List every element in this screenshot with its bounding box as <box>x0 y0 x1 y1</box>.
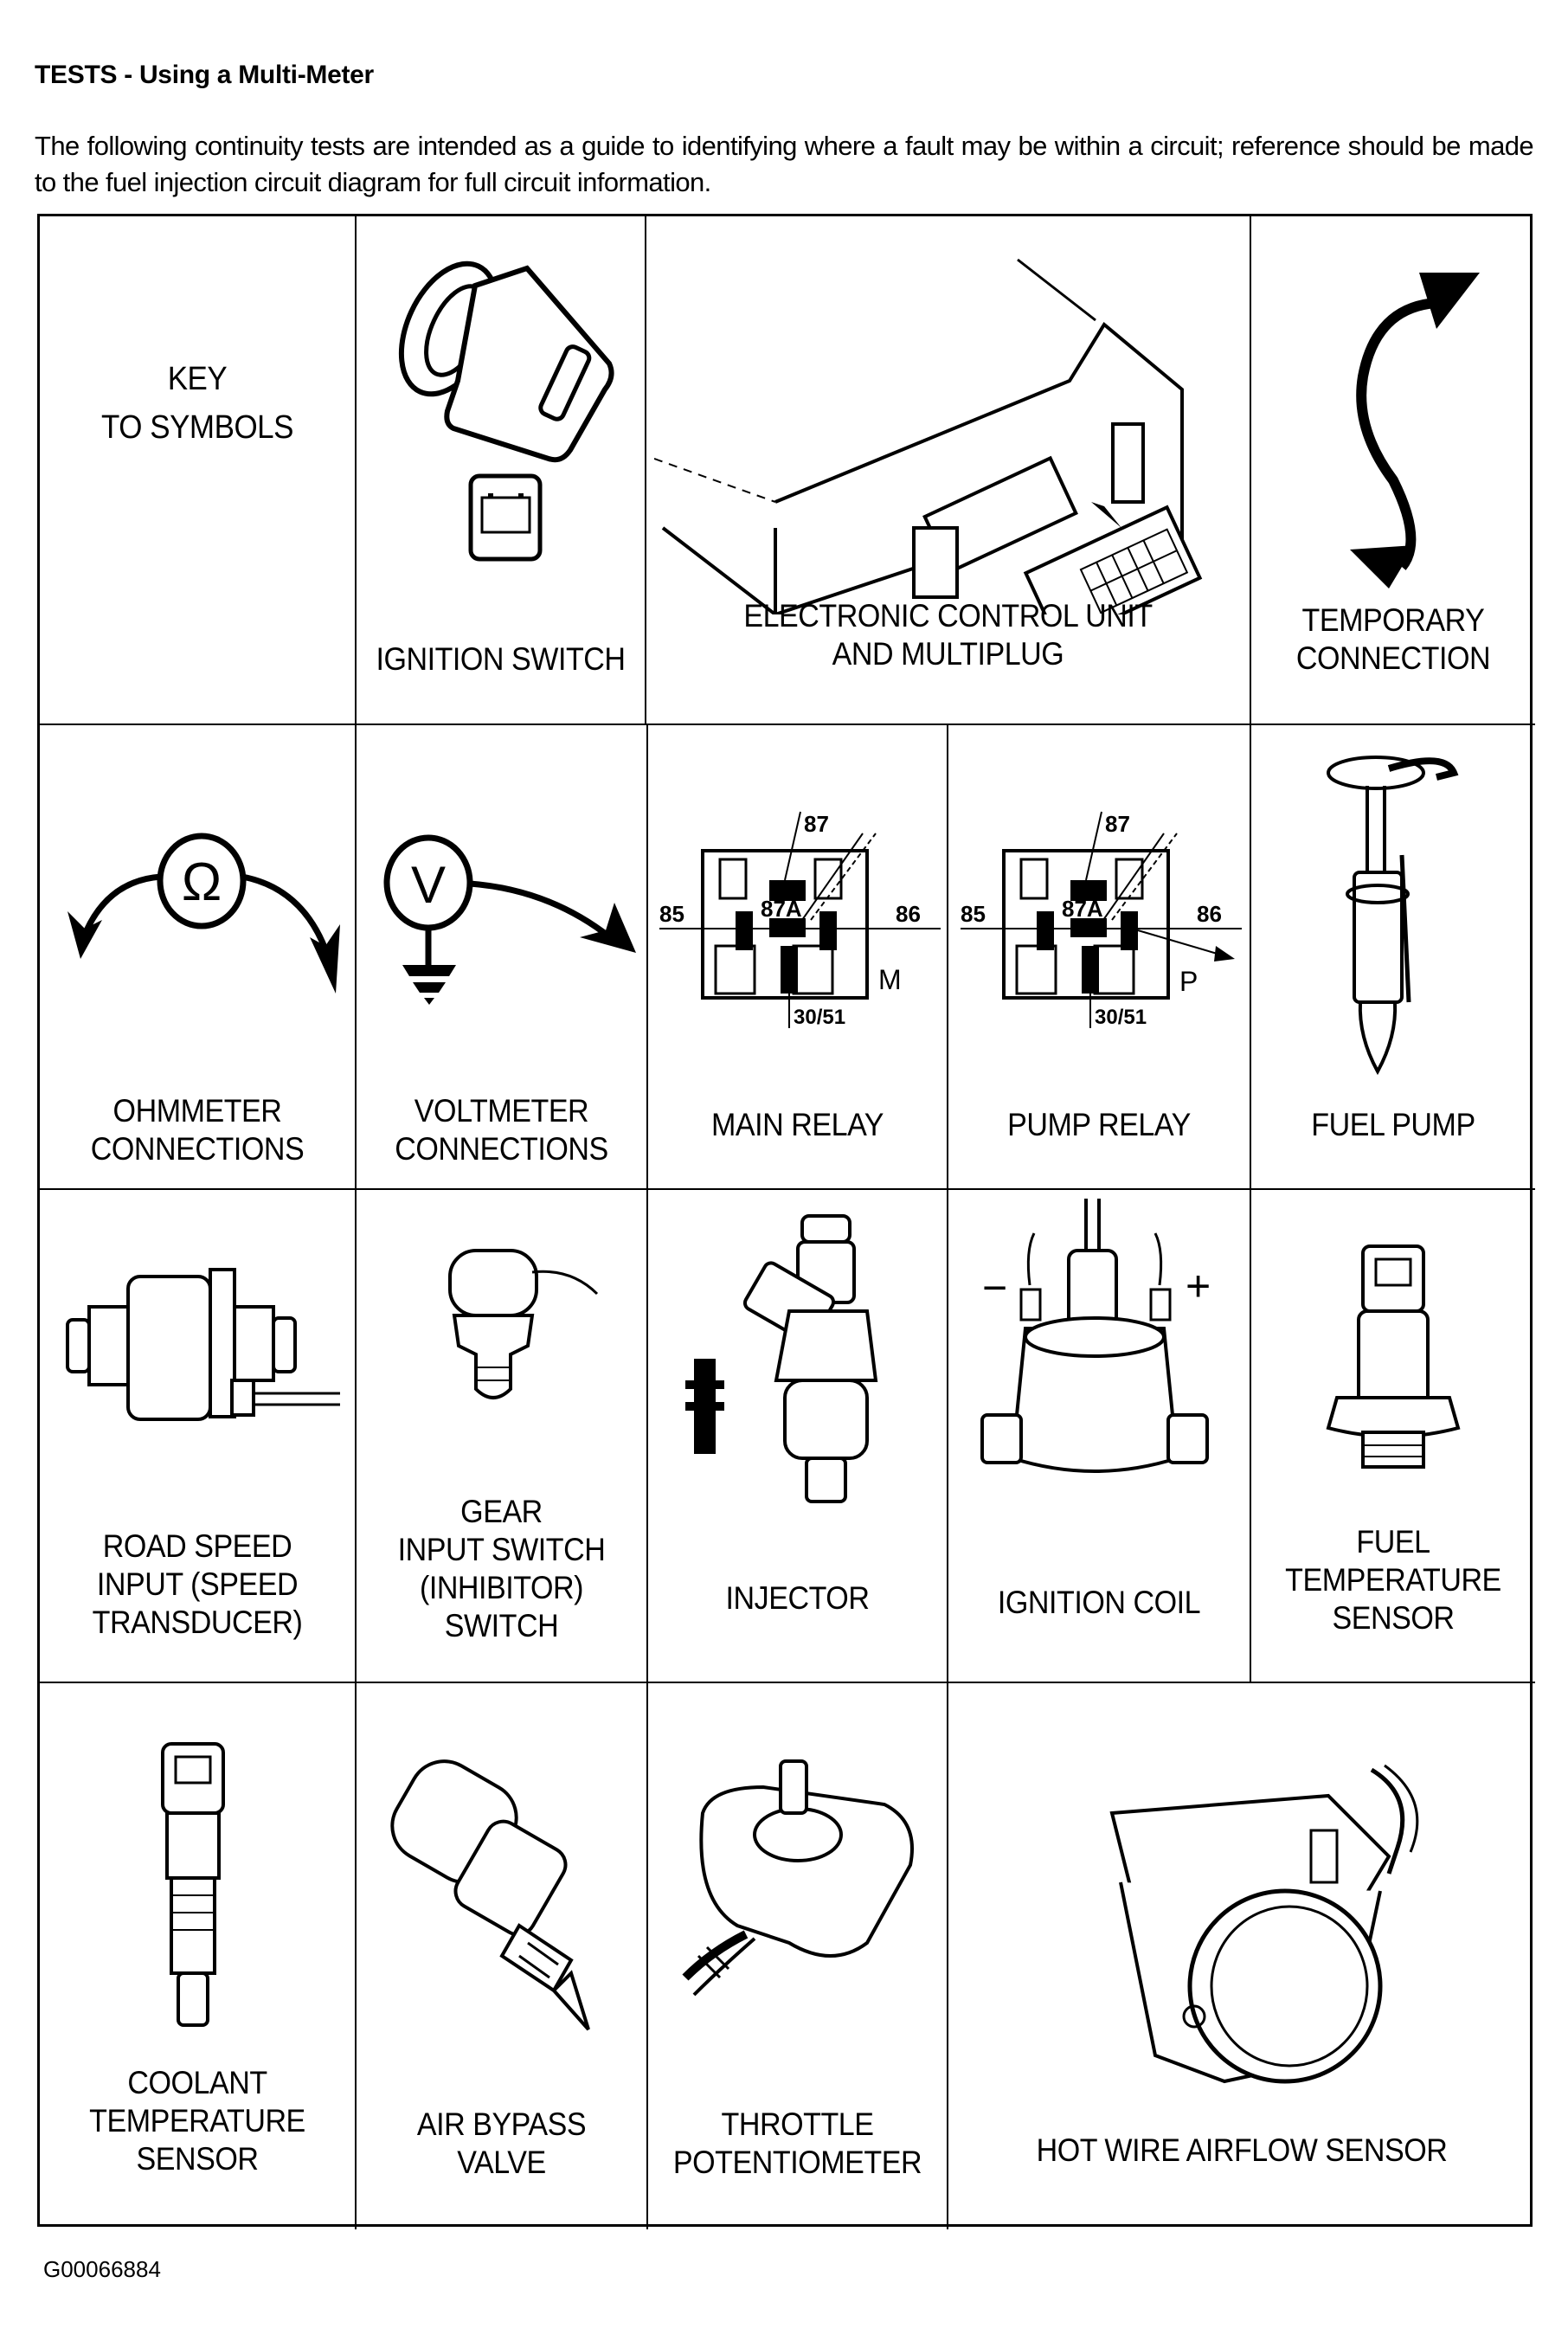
figure-code: G00066884 <box>43 2256 161 2282</box>
label-throttle-pot: THROTTLE POTENTIOMETER <box>672 2106 922 2180</box>
cell-ohmmeter: Ω OHMMETER CONNECTIONS <box>40 725 357 1190</box>
label-voltmeter: VOLTMETER CONNECTIONS <box>395 1093 608 1167</box>
main-relay-icon: 87 87A 85 86 30/51 M <box>659 811 941 1029</box>
cell-air-bypass: AIR BYPASS VALVE <box>357 1683 648 2229</box>
terminal-30-51-label: 30/51 <box>794 1006 845 1029</box>
inhibitor-switch-icon <box>447 1249 598 1399</box>
cell-ignition-switch: IGNITION SWITCH <box>357 216 646 725</box>
cell-hot-wire-airflow: HOT WIRE AIRFLOW SENSOR <box>948 1683 1535 2229</box>
cell-fuel-pump: FUEL PUMP <box>1251 725 1535 1190</box>
hot-wire-airflow-sensor-icon <box>1109 1764 1419 2084</box>
voltmeter-icon: V <box>383 834 636 1005</box>
cell-voltmeter: V VOLTMETER CONNECTIONS <box>357 725 648 1190</box>
battery-icon <box>468 473 542 562</box>
coil-plus-sign: + <box>1186 1262 1211 1310</box>
label-coolant-temp: COOLANT TEMPERATURE SENSOR <box>89 2065 305 2177</box>
page-heading: TESTS - Using a Multi-Meter <box>35 61 374 89</box>
ohm-symbol: Ω <box>182 852 222 912</box>
pump-relay-icon: 87 87A 85 86 30/51 P <box>961 811 1242 1029</box>
label-gear-input-switch: GEAR INPUT SWITCH (INHIBITOR) SWITCH <box>397 1494 606 1643</box>
label-injector: INJECTOR <box>725 1580 870 1616</box>
injector-icon <box>684 1214 877 1503</box>
cell-road-speed: ROAD SPEED INPUT (SPEED TRANSDUCER) <box>40 1190 357 1683</box>
cell-ignition-coil: − + IGNITION COIL <box>948 1190 1251 1683</box>
ground-icon <box>402 965 456 976</box>
cell-gear-input-switch: GEAR INPUT SWITCH (INHIBITOR) SWITCH <box>357 1190 648 1683</box>
volt-symbol: V <box>410 856 445 914</box>
air-bypass-valve-icon <box>389 1759 590 2031</box>
label-temporary-connection: TEMPORARY CONNECTION <box>1295 602 1491 676</box>
coil-minus-sign: − <box>982 1264 1007 1312</box>
label-main-relay: MAIN RELAY <box>710 1107 884 1142</box>
label-ecu: ELECTRONIC CONTROL UNIT AND MULTIPLUG <box>743 598 1153 672</box>
label-air-bypass: AIR BYPASS VALVE <box>416 2106 587 2180</box>
temporary-connection-icon <box>1350 273 1480 588</box>
ignition-coil-icon: − + <box>980 1199 1211 1473</box>
terminal-86-label: 86 <box>1197 901 1222 927</box>
terminal-87-label: 87 <box>1105 811 1130 837</box>
cell-ecu: ELECTRONIC CONTROL UNIT AND MULTIPLUG <box>646 216 1251 725</box>
terminal-85-label: 85 <box>961 901 986 927</box>
cell-temporary-connection: TEMPORARY CONNECTION <box>1251 216 1535 725</box>
ohmmeter-icon: Ω <box>67 833 340 994</box>
symbol-key-table: KEY TO SYMBOLS IGNITION SWITCH <box>37 214 1535 2229</box>
pump-relay-arrow-icon <box>1214 946 1235 961</box>
speed-transducer-icon <box>66 1268 340 1421</box>
label-road-speed: ROAD SPEED INPUT (SPEED TRANSDUCER) <box>92 1528 303 1640</box>
cell-coolant-temp: COOLANT TEMPERATURE SENSOR <box>40 1683 357 2229</box>
label-pump-relay: PUMP RELAY <box>1007 1107 1191 1142</box>
ecu-multiplug-icon <box>653 258 1202 614</box>
label-ignition-coil: IGNITION COIL <box>997 1585 1201 1620</box>
key-title: KEY TO SYMBOLS <box>100 361 294 446</box>
ignition-key-icon <box>398 260 614 562</box>
terminal-87a-label: 87A <box>761 896 802 922</box>
cell-injector: INJECTOR <box>648 1190 948 1683</box>
intro-paragraph: The following continuity tests are inten… <box>35 131 1534 197</box>
label-fuel-temp: FUEL TEMPERATURE SENSOR <box>1285 1524 1501 1636</box>
cell-main-relay: 87 87A 85 86 30/51 M MAIN RELAY <box>648 725 948 1190</box>
label-hot-wire-airflow: HOT WIRE AIRFLOW SENSOR <box>1036 2132 1448 2168</box>
cell-pump-relay: 87 87A 85 86 30/51 P PUMP RELAY <box>948 725 1251 1190</box>
relay-mark-m: M <box>878 964 902 995</box>
relay-mark-p: P <box>1179 966 1198 997</box>
fuel-temp-sensor-icon <box>1326 1244 1461 1469</box>
terminal-87-label: 87 <box>804 811 829 837</box>
terminal-87a-label: 87A <box>1062 896 1103 922</box>
cell-key-title: KEY TO SYMBOLS <box>40 216 357 725</box>
terminal-86-label: 86 <box>896 901 921 927</box>
throttle-potentiometer-icon <box>681 1759 914 1997</box>
terminal-85-label: 85 <box>659 901 684 927</box>
label-ignition-switch: IGNITION SWITCH <box>376 641 626 677</box>
label-fuel-pump: FUEL PUMP <box>1311 1107 1475 1142</box>
coolant-temp-sensor-icon <box>161 1742 225 2027</box>
cell-throttle-pot: THROTTLE POTENTIOMETER <box>648 1683 948 2229</box>
fuel-pump-icon <box>1327 756 1459 1076</box>
label-ohmmeter: OHMMETER CONNECTIONS <box>90 1093 305 1167</box>
terminal-30-51-label: 30/51 <box>1095 1006 1147 1029</box>
cell-fuel-temp: FUEL TEMPERATURE SENSOR <box>1251 1190 1535 1683</box>
